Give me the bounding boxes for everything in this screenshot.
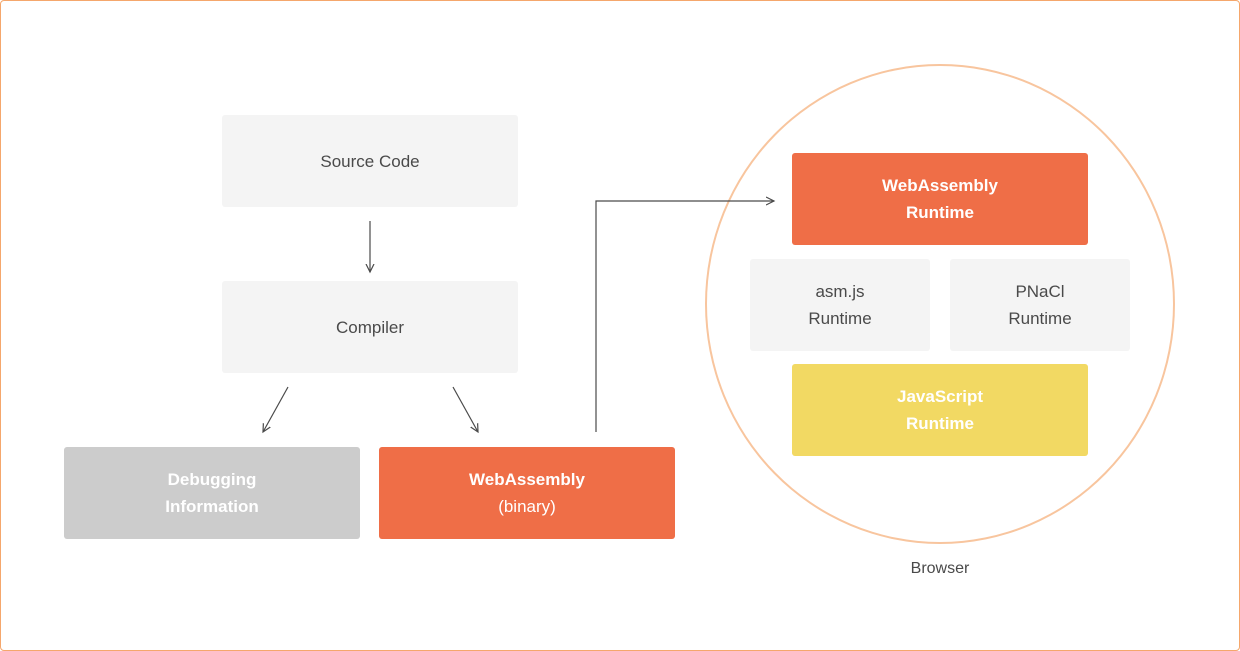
pnacl-runtime-line2: Runtime [1008, 309, 1072, 328]
webassembly-runtime-line2: Runtime [906, 203, 974, 222]
browser-circle [705, 64, 1175, 544]
arrow-wasm-binary-to-runtime [595, 201, 774, 432]
javascript-runtime-line2: Runtime [906, 414, 974, 433]
webassembly-runtime-line1: WebAssembly [882, 176, 998, 195]
webassembly-binary-node: WebAssembly (binary) [379, 447, 675, 539]
arrow-compiler-to-wasm-binary [452, 386, 478, 432]
arrow-compiler-to-debugging [263, 386, 289, 432]
debugging-line2: Information [165, 497, 259, 516]
asmjs-runtime-line2: Runtime [808, 309, 872, 328]
debugging-information-node: Debugging Information [64, 447, 360, 539]
pnacl-runtime-node: PNaCl Runtime [950, 259, 1130, 351]
webassembly-runtime-node: WebAssembly Runtime [792, 153, 1088, 245]
javascript-runtime-node: JavaScript Runtime [792, 364, 1088, 456]
pnacl-runtime-line1: PNaCl [1015, 282, 1065, 301]
javascript-runtime-line1: JavaScript [897, 387, 983, 406]
webassembly-binary-line2: (binary) [498, 497, 556, 516]
compiler-node: Compiler [222, 281, 518, 373]
browser-label: Browser [910, 560, 970, 577]
source-code-node: Source Code [222, 115, 518, 207]
asmjs-runtime-line1: asm.js [815, 282, 865, 301]
webassembly-binary-line1: WebAssembly [469, 470, 585, 489]
compiler-label: Compiler [335, 317, 405, 337]
source-code-label: Source Code [320, 151, 420, 171]
asmjs-runtime-node: asm.js Runtime [750, 259, 930, 351]
debugging-line1: Debugging [167, 470, 257, 489]
